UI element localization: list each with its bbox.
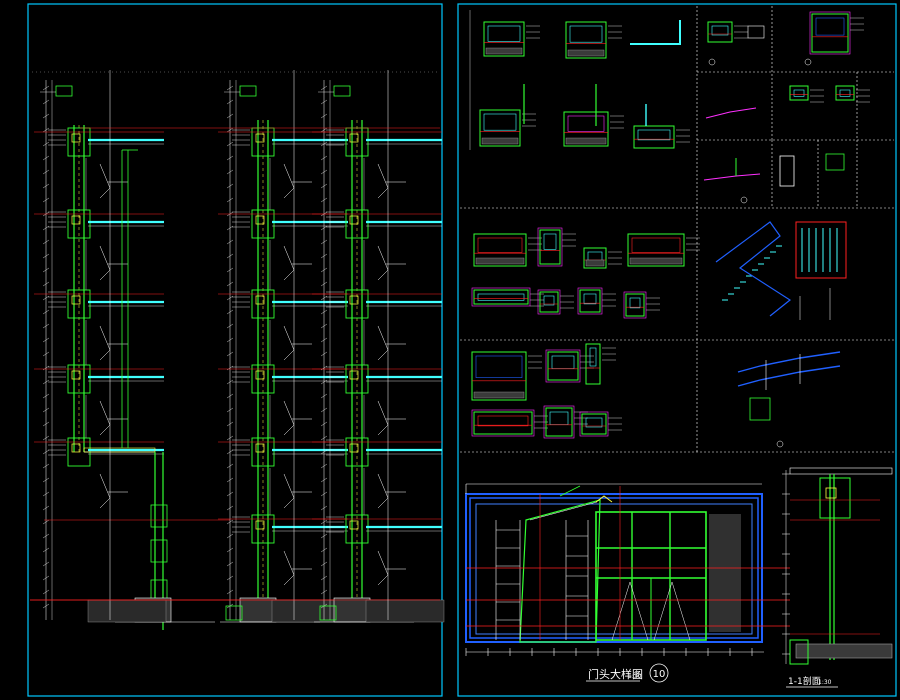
caption-elevation: 门头大样图 1:30 10 xyxy=(586,663,669,683)
wall-section-1 xyxy=(30,70,440,630)
detail-548-352 xyxy=(545,349,594,383)
caption-section: 1-1剖面 1:30 xyxy=(786,675,838,688)
right-sheet-frame xyxy=(457,3,897,697)
section-caption: 1-1剖面 xyxy=(788,675,821,687)
right-sheet-dividers xyxy=(460,6,894,453)
section-scale: 1:30 xyxy=(818,679,832,686)
detail-540-230 xyxy=(537,227,576,267)
detail-586-344 xyxy=(585,343,616,385)
detail-790-86 xyxy=(789,85,824,103)
detail-drawings xyxy=(469,10,870,448)
detail-566-22 xyxy=(565,21,622,59)
left-sheet-frame xyxy=(27,3,443,697)
detail-628-234 xyxy=(627,233,700,267)
detail-626-294 xyxy=(623,291,660,319)
detail-472-352 xyxy=(471,351,542,401)
detail-480-110 xyxy=(479,109,536,147)
detail-634-126 xyxy=(633,125,690,149)
elevation-number: 10 xyxy=(653,669,666,680)
elevation-caption: 门头大样图 xyxy=(588,667,643,681)
detail-564-112 xyxy=(563,111,624,147)
detail-546-408 xyxy=(543,405,588,439)
detail-584-248 xyxy=(583,247,622,269)
detail-540-292 xyxy=(537,289,574,315)
detail-708-22 xyxy=(707,21,748,43)
detail-580-290 xyxy=(577,287,616,315)
sheet-frames xyxy=(27,3,897,697)
elevation-scale: 1:30 xyxy=(628,673,642,680)
ramp-detail xyxy=(737,351,841,448)
detail-836-86 xyxy=(835,85,870,103)
wall-section-3 xyxy=(30,70,445,623)
wall-section-2 xyxy=(30,70,440,623)
wall-section-drawings xyxy=(30,70,445,630)
detail-484-22 xyxy=(483,21,540,57)
detail-474-234 xyxy=(473,233,542,267)
detail-474-412 xyxy=(471,409,548,437)
detail-474-290 xyxy=(471,287,544,307)
detail-812-14 xyxy=(809,11,864,55)
storefront-elevation xyxy=(465,483,790,656)
elevation-number-circle xyxy=(649,663,669,683)
storefront-section xyxy=(782,467,893,665)
detail-582-414 xyxy=(579,411,622,437)
stair-detail xyxy=(715,221,847,320)
